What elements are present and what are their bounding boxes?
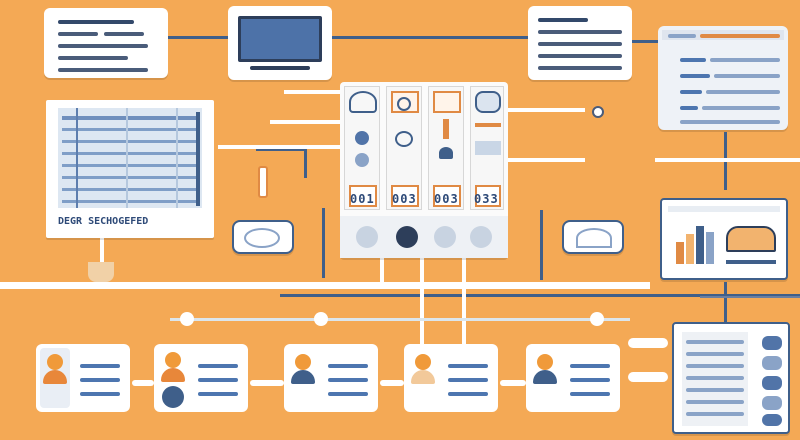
connector-hook-v: [304, 148, 307, 178]
monitor-card[interactable]: [228, 6, 332, 80]
bus-node-1: [180, 312, 194, 326]
list-card-bottom-right[interactable]: [672, 322, 790, 434]
user-avatar-icon: [530, 348, 560, 408]
right-link: [655, 158, 800, 162]
hub-up-1: [284, 90, 344, 94]
user-card-2[interactable]: [154, 344, 248, 412]
connector-top-right: [632, 40, 662, 43]
dashboard-button-3[interactable]: [434, 226, 456, 248]
user-avatar-icon: [408, 348, 438, 408]
dashboard-column-1[interactable]: [344, 86, 380, 210]
user-card-5[interactable]: [526, 344, 620, 412]
user-link-4: [500, 380, 526, 386]
user-card-3[interactable]: [284, 344, 378, 412]
bus-node-2: [314, 312, 328, 326]
hub-down-3: [462, 255, 466, 375]
chart-card[interactable]: [660, 198, 788, 280]
monitor-icon: [238, 16, 322, 62]
device-left[interactable]: [232, 220, 294, 254]
main-bus: [0, 282, 650, 289]
table-card[interactable]: DEGR SECHOGEFED: [46, 100, 214, 238]
connector-hook: [256, 148, 306, 151]
user-avatar-icon: [288, 348, 318, 408]
bar-chart-icon: [676, 222, 718, 264]
user-link-3: [380, 380, 404, 386]
connector-top: [168, 36, 528, 39]
left-stub: [100, 235, 104, 265]
connector-bottom-right: [700, 296, 800, 298]
connector-mid-vertical: [322, 208, 325, 278]
hub-to-left: [218, 145, 342, 149]
hub-to-right: [505, 108, 585, 112]
user-card-1[interactable]: [36, 344, 130, 412]
link-node-b: [628, 372, 668, 382]
table-footer-label: DEGR SECHOGEFED: [58, 216, 149, 227]
central-dashboard[interactable]: 001 003 003 033: [340, 82, 508, 258]
user-link-1: [132, 380, 154, 386]
hub-down-1: [380, 255, 384, 285]
connector-mid-vertical-2: [540, 210, 543, 280]
connector-bottom: [280, 294, 800, 297]
dashboard-code-3: 003: [434, 192, 459, 206]
dashboard-button-4[interactable]: [470, 226, 492, 248]
dashboard-code-2: 003: [392, 192, 417, 206]
user-link-2: [250, 380, 284, 386]
text-card-top-center-right[interactable]: [528, 6, 632, 80]
connector-right-vertical-2: [724, 282, 727, 322]
hub-up-2: [270, 120, 342, 124]
user-card-4[interactable]: [404, 344, 498, 412]
link-node-a: [628, 338, 668, 348]
dashboard-column-3[interactable]: [428, 86, 464, 210]
dashboard-column-2[interactable]: [386, 86, 422, 210]
dashboard-button-2[interactable]: [396, 226, 418, 248]
hub-to-right-2: [505, 158, 585, 162]
text-card-far-right[interactable]: [658, 26, 788, 130]
text-card-top-left[interactable]: [44, 8, 168, 78]
dashboard-code-1: 001: [350, 192, 375, 206]
cup-icon: [88, 262, 114, 282]
gear-icon: [592, 106, 604, 118]
hub-down-2: [420, 255, 424, 355]
user-avatar-icon: [40, 348, 70, 408]
secondary-bus: [170, 318, 630, 321]
device-right[interactable]: [562, 220, 624, 254]
bus-node-3: [590, 312, 604, 326]
dashboard-button-1[interactable]: [356, 226, 378, 248]
vial-icon: [258, 166, 268, 198]
dashboard-column-4[interactable]: [470, 86, 504, 210]
dashboard-code-4: 033: [474, 192, 499, 206]
